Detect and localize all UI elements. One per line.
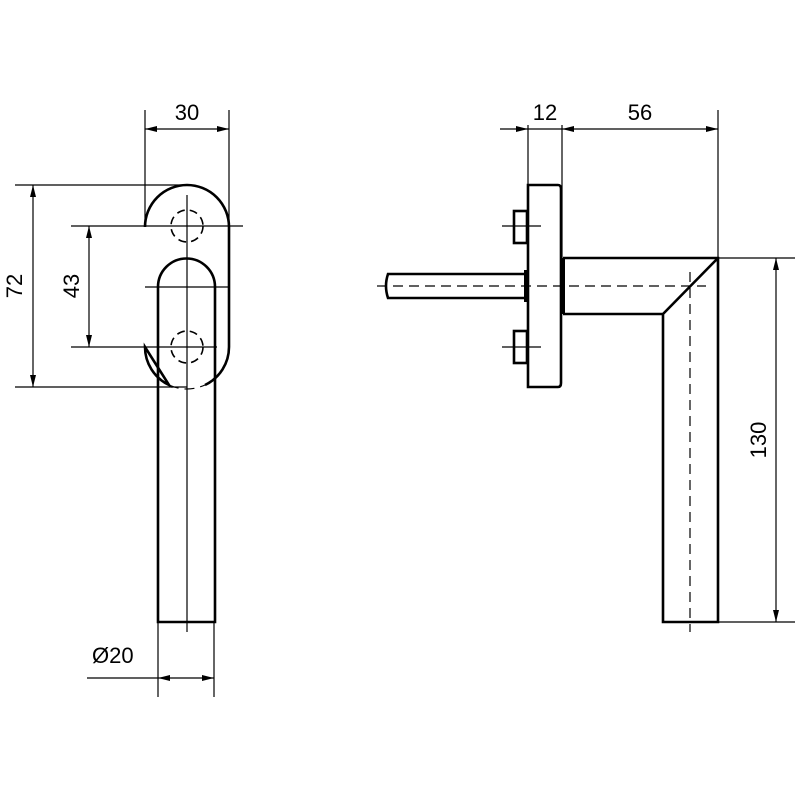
side-view: 12 56 130 — [377, 100, 795, 632]
front-view: 30 72 43 Ø20 — [2, 100, 243, 697]
dim-130-label: 130 — [746, 422, 771, 459]
inner-slot — [156, 257, 217, 624]
rosette-plate — [526, 183, 563, 389]
dim-12-label: 12 — [533, 100, 557, 125]
dim-20-label: Ø20 — [92, 643, 134, 668]
dim-30-label: 30 — [175, 100, 199, 125]
handle-lever — [563, 256, 720, 624]
dim-43-label: 43 — [59, 274, 84, 298]
dim-72-label: 72 — [2, 274, 27, 298]
screw-head-top — [512, 209, 529, 245]
dim-56-label: 56 — [628, 100, 652, 125]
